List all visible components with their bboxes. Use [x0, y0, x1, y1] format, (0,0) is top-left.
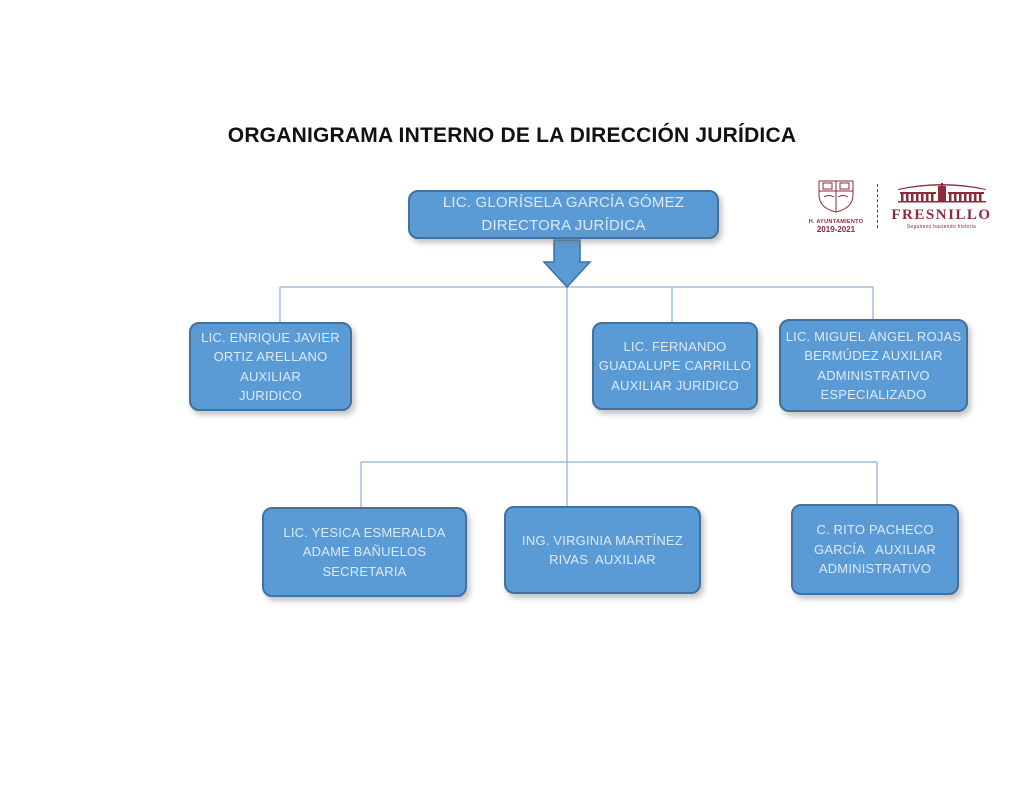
- ayuntamiento-logo: H. AYUNTAMIENTO 2019-2021: [800, 179, 872, 234]
- node-line: ESPECIALIZADO: [820, 387, 927, 402]
- shield-icon: [818, 180, 854, 213]
- node-line: BERMÚDEZ AUXILIAR: [804, 348, 943, 363]
- node-line: ING. VIRGINIA MARTÍNEZ: [522, 532, 683, 548]
- node-line: AUXILIAR: [240, 368, 301, 384]
- fresnillo-tagline: Seguimos haciendo historia: [906, 223, 977, 230]
- node-line: C. RITO PACHECO: [816, 522, 934, 538]
- node-line: LIC. MIGUEL ÁNGEL ROJAS: [785, 328, 962, 344]
- ayuntamiento-years: 2019-2021: [816, 224, 856, 234]
- node-line: JURIDICO: [239, 388, 302, 403]
- node-line: ADMINISTRATIVO: [817, 367, 930, 383]
- person-name: LIC. GLORÍSELA GARCÍA GÓMEZ: [442, 194, 685, 211]
- org-node-auxiliar-juridico-2: LIC. FERNANDO GUADALUPE CARRILLO AUXILIA…: [592, 322, 758, 410]
- org-node-auxiliar-virginia: ING. VIRGINIA MARTÍNEZ RIVAS AUXILIAR: [504, 506, 701, 594]
- node-line: LIC. FERNANDO: [623, 338, 727, 354]
- person-role: DIRECTORA JURÍDICA: [481, 216, 646, 234]
- down-arrow-icon: [542, 239, 592, 289]
- node-line: LIC. ENRIQUE JAVIER: [201, 329, 340, 345]
- node-line: ORTIZ ARELLANO: [213, 349, 328, 364]
- node-line: GUADALUPE CARRILLO: [598, 358, 752, 374]
- building-icon: [897, 182, 986, 202]
- node-line: AUXILIAR JURIDICO: [611, 377, 739, 393]
- org-node-secretaria: LIC. YESICA ESMERALDA ADAME BAÑUELOS SEC…: [262, 507, 467, 597]
- node-line: ADMINISTRATIVO: [818, 561, 932, 577]
- logo-divider: [877, 184, 878, 228]
- fresnillo-logo: FRESNILLO Seguimos haciendo historia: [883, 182, 1000, 230]
- node-line: ADAME BAÑUELOS: [302, 544, 427, 560]
- ayuntamiento-label: H. AYUNTAMIENTO: [808, 218, 864, 225]
- fresnillo-wordmark: FRESNILLO: [891, 206, 992, 223]
- page-title: ORGANIGRAMA INTERNO DE LA DIRECCIÓN JURÍ…: [227, 124, 797, 147]
- node-line: GARCÍA AUXILIAR: [814, 541, 936, 557]
- org-node-auxiliar-juridico-1: LIC. ENRIQUE JAVIER ORTIZ ARELLANO AUXIL…: [189, 322, 352, 411]
- node-line: RIVAS AUXILIAR: [549, 552, 656, 567]
- node-line: SECRETARIA: [322, 563, 407, 579]
- logo-group: H. AYUNTAMIENTO 2019-2021: [800, 178, 1000, 234]
- org-node-directora: LIC. GLORÍSELA GARCÍA GÓMEZ DIRECTORA JU…: [408, 190, 719, 239]
- node-line: LIC. YESICA ESMERALDA: [283, 524, 446, 540]
- org-node-auxiliar-administrativo-especializado: LIC. MIGUEL ÁNGEL ROJAS BERMÚDEZ AUXILIA…: [779, 319, 968, 412]
- org-node-auxiliar-administrativo: C. RITO PACHECO GARCÍA AUXILIAR ADMINIST…: [791, 504, 959, 595]
